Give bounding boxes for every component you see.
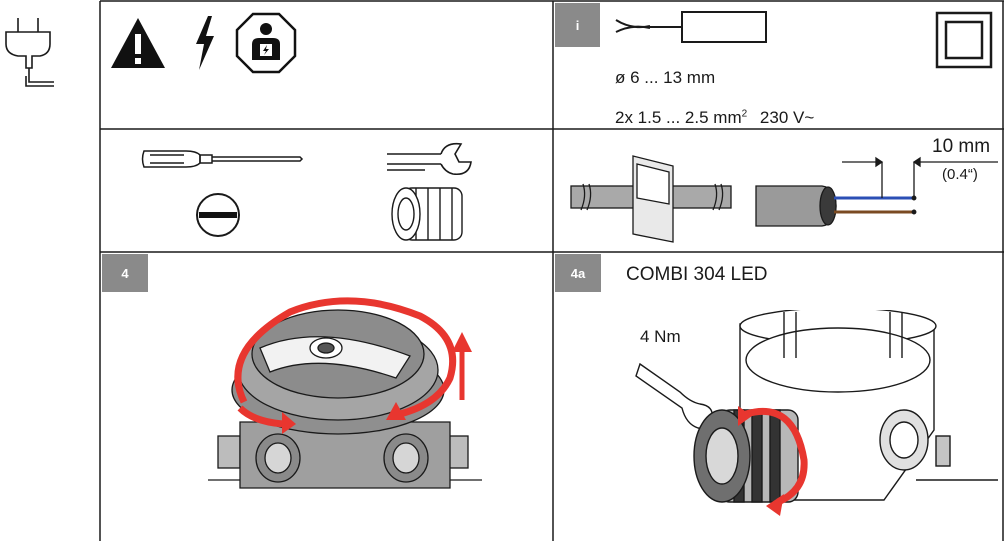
- slotted-screw-icon: [196, 193, 240, 237]
- wrench-icon: [387, 142, 472, 176]
- cable-gland-icon: [391, 187, 463, 241]
- switch-off-icon: [570, 155, 732, 243]
- double-insulation-icon: [935, 11, 993, 69]
- step-4a-label: 4a: [555, 254, 601, 292]
- torque-text: 4 Nm: [640, 327, 681, 346]
- wire-size-exponent: 2: [741, 108, 748, 120]
- lightning-icon: [196, 16, 214, 70]
- power-plug-icon: [5, 18, 54, 87]
- electrician-icon: [235, 12, 297, 74]
- junction-box-lid-illustration: [208, 297, 482, 489]
- step-4a-title: COMBI 304 LED: [626, 264, 768, 285]
- wire-size-text: 2x 1.5 ... 2.5 mm2 230 V~: [615, 108, 814, 128]
- step-4-label: 4: [102, 254, 148, 292]
- strip-length-text: 10 mm: [932, 136, 991, 157]
- voltage-text: 230 V~: [759, 108, 815, 127]
- strip-length-inch-text: (0.4“): [942, 166, 978, 183]
- combi-box-gland-illustration: [635, 310, 998, 516]
- cable-diameter-text: ø 6 ... 13 mm: [615, 68, 716, 87]
- cable-icon: [615, 11, 767, 43]
- warning-triangle-icon: [111, 18, 165, 68]
- screwdriver-icon: [141, 150, 304, 168]
- info-label: i: [555, 3, 600, 47]
- wire-size-value: 2x 1.5 ... 2.5 mm: [615, 108, 742, 127]
- stripped-cable-icon: [755, 156, 998, 227]
